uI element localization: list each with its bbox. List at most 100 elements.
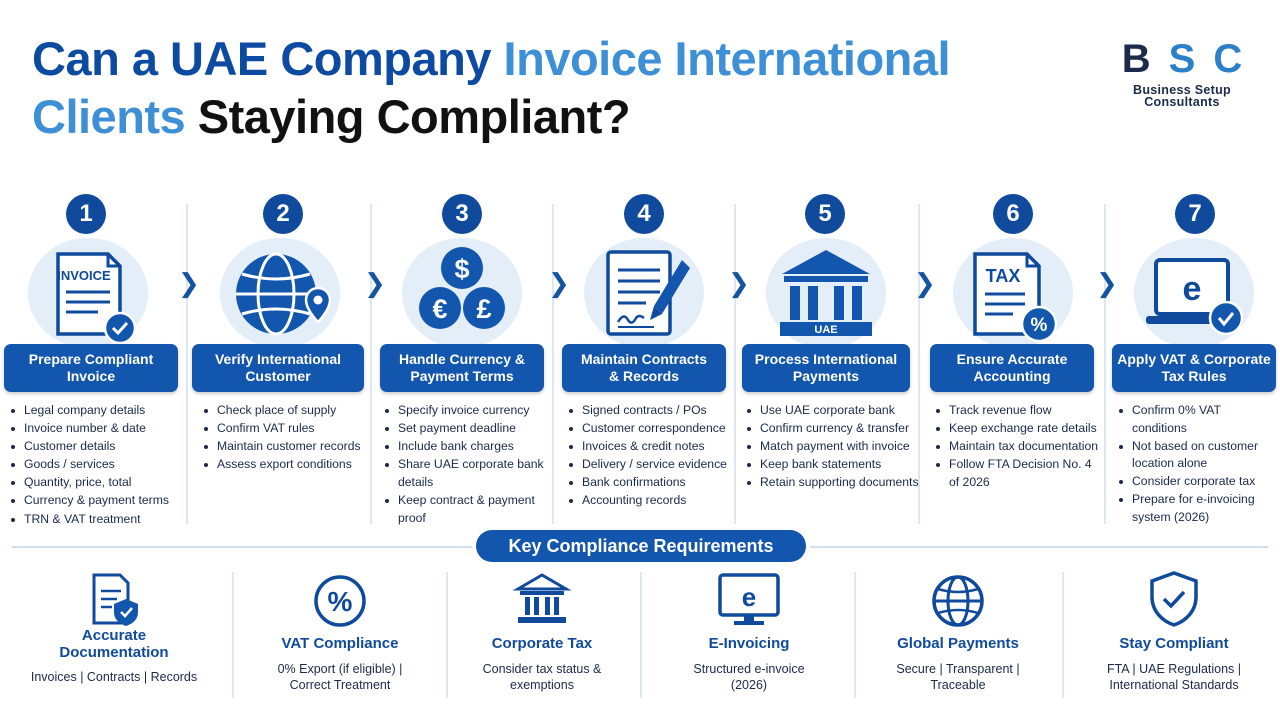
list-item: Maintain customer records — [203, 438, 368, 456]
key-title: Stay Compliant — [1119, 635, 1229, 652]
percent-icon: % — [314, 575, 366, 627]
list-item: Accounting records — [568, 492, 736, 510]
key-title-line-1: Accurate — [81, 627, 147, 644]
step-bullets: Track revenue flow Keep exchange rate de… — [935, 402, 1100, 492]
key-description: Secure | Transparent |Traceable — [852, 661, 1064, 693]
column-divider — [640, 572, 642, 698]
column-divider — [1062, 572, 1064, 698]
logo-subtitle-1: Business Setup — [1133, 83, 1231, 97]
list-item: Invoices & credit notes — [568, 438, 736, 456]
tax-icon-text: TAX — [986, 266, 1021, 286]
list-item: Share UAE corporate bank details — [384, 456, 549, 491]
list-item: Maintain tax documentation — [935, 438, 1100, 456]
key-description-line-1: FTA | UAE Regulations | — [1106, 662, 1242, 676]
monitor-e-icon: e — [718, 573, 780, 625]
key-corporate-tax: Corporate Tax Consider tax status &exemp… — [436, 565, 648, 710]
page-title: Can a UAE Company Invoice International … — [32, 30, 1032, 146]
key-description: Structured e-invoice(2026) — [643, 661, 855, 693]
step-bullets: Use UAE corporate bank Confirm currency … — [746, 402, 920, 492]
step-title-line-2: Payment Terms — [410, 368, 514, 384]
step-number: 1 — [66, 194, 106, 234]
key-description: 0% Export (if eligible) |Correct Treatme… — [234, 661, 446, 693]
list-item: Invoice number & date — [10, 420, 185, 438]
svg-text:£: £ — [476, 294, 491, 324]
svg-text:e: e — [742, 582, 756, 612]
list-item: Confirm 0% VAT conditions — [1118, 402, 1278, 437]
key-title: VAT Compliance — [281, 635, 399, 652]
list-item: Confirm VAT rules — [203, 420, 368, 438]
svg-text:%: % — [1031, 315, 1048, 336]
bank-icon: UAE — [780, 250, 872, 336]
list-item: Assess export conditions — [203, 456, 368, 474]
step-title: Maintain Contracts& Records — [562, 344, 726, 392]
title-part-4: Staying Compliant? — [185, 90, 631, 143]
step-bullets: Legal company details Invoice number & d… — [10, 402, 185, 529]
column-divider — [734, 204, 736, 524]
list-item: Use UAE corporate bank — [746, 402, 920, 420]
list-item: Customer details — [10, 438, 185, 456]
e-invoice-laptop-icon: e — [1146, 258, 1244, 336]
step-icon-bg: $ € £ — [402, 238, 522, 348]
list-item: Set payment deadline — [384, 420, 549, 438]
step-bullets: Confirm 0% VAT conditions Not based on c… — [1118, 402, 1278, 527]
contract-icon — [606, 250, 690, 336]
list-item: Specify invoice currency — [384, 402, 549, 420]
step-icon-bg — [220, 238, 340, 348]
key-stay-compliant: Stay Compliant FTA | UAE Regulations | In… — [1068, 565, 1280, 710]
key-description-line-2: Traceable — [930, 678, 986, 692]
title-part-2: Invoice International — [503, 32, 951, 85]
column-divider — [370, 204, 372, 524]
step-icon-bg: e — [1134, 238, 1254, 348]
list-item: Track revenue flow — [935, 402, 1100, 420]
list-item: Legal company details — [10, 402, 185, 420]
list-item: Goods / services — [10, 456, 185, 474]
step-icon-bg: INVOICE — [28, 238, 148, 348]
logo-subtitle-2: Consultants — [1144, 95, 1220, 109]
step-icon-bg: UAE — [766, 238, 886, 348]
globe-icon — [236, 252, 332, 336]
step-title-line-2: Tax Rules — [1161, 368, 1227, 384]
key-requirements-header: Key Compliance Requirements — [476, 530, 806, 562]
step-title-line-1: Process International — [754, 351, 898, 367]
bank-icon-text: UAE — [814, 324, 837, 336]
list-item: Keep contract & payment proof — [384, 492, 549, 527]
title-part-3: Clients — [32, 90, 186, 143]
logo-letter-s: S — [1168, 37, 1196, 81]
chevron-right-icon: ❯ — [548, 268, 570, 298]
shield-check-icon — [1150, 571, 1198, 627]
step-4: 4 Maintain Contracts& Records Signed con… — [554, 190, 734, 530]
key-title: Global Payments — [897, 635, 1019, 652]
list-item: TRN & VAT treatment — [10, 511, 185, 529]
title-part-1: Can a UAE Company — [32, 32, 504, 85]
logo-letter-c: C — [1213, 37, 1243, 81]
key-description: FTA | UAE Regulations | International Sta… — [1068, 661, 1280, 693]
key-description-line-2: International Standards — [1109, 678, 1239, 692]
column-divider — [918, 204, 920, 524]
chevron-right-icon: ❯ — [364, 268, 386, 298]
step-number: 3 — [442, 194, 482, 234]
step-number: 6 — [993, 194, 1033, 234]
key-description-line-2: exemptions — [510, 678, 574, 692]
list-item: Keep bank statements — [746, 456, 920, 474]
column-divider — [552, 204, 554, 524]
bank-icon — [512, 573, 572, 623]
globe-icon — [932, 575, 984, 627]
step-icon-bg — [584, 238, 704, 348]
key-description-line-1: 0% Export (if eligible) | — [277, 662, 403, 676]
list-item: Delivery / service evidence — [568, 456, 736, 474]
step-bullets: Check place of supply Confirm VAT rules … — [203, 402, 368, 474]
step-number: 4 — [624, 194, 664, 234]
column-divider — [854, 572, 856, 698]
step-title-line-1: Maintain Contracts — [580, 351, 707, 367]
